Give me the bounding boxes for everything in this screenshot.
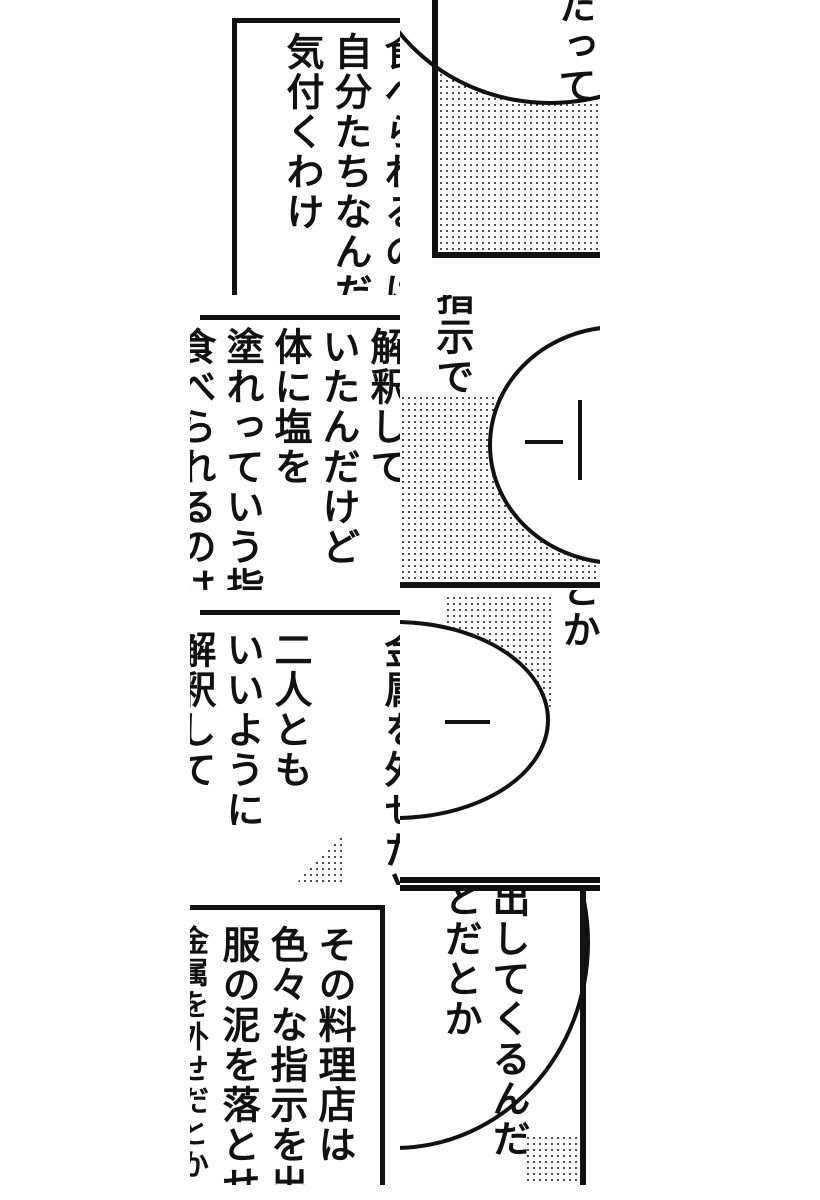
caption-text: 解釈して bbox=[364, 327, 400, 487]
face-mark bbox=[525, 440, 563, 444]
panel-border bbox=[432, 252, 600, 258]
caption-text: 二人とも bbox=[268, 630, 312, 790]
comic-tile-2: たって bbox=[400, 0, 600, 295]
panel-border bbox=[400, 582, 600, 588]
speech-text: とだとか bbox=[438, 885, 482, 1039]
panel-border bbox=[400, 885, 600, 891]
panel-border bbox=[580, 885, 586, 1185]
face-mark bbox=[445, 720, 490, 724]
caption-text: 金属を外せだとか bbox=[190, 925, 208, 1181]
caption-box-border bbox=[200, 315, 400, 320]
caption-text: 色々な指示を出 bbox=[264, 925, 308, 1185]
caption-text: 自分たちなんだ bbox=[328, 32, 372, 295]
comic-tile-3: 解釈して いたんだけど 体に塩を 塗れっていう指 食べられるのは bbox=[190, 295, 400, 590]
speech-text: とか bbox=[556, 590, 600, 650]
caption-text: 金属を外せだとか bbox=[378, 630, 400, 885]
caption-text: 気付くわけ bbox=[280, 32, 324, 232]
caption-box-border bbox=[200, 610, 400, 615]
speech-text: 出してくるんだ bbox=[486, 885, 530, 1159]
caption-text: いたんだけど bbox=[316, 327, 360, 567]
panel-border bbox=[400, 877, 600, 883]
caption-text: その料理店は bbox=[312, 925, 356, 1165]
face-mark bbox=[578, 400, 582, 480]
screentone bbox=[525, 1135, 585, 1185]
caption-text: 食べられるのは bbox=[190, 327, 216, 590]
speech-tail bbox=[290, 830, 345, 885]
speech-text: たって bbox=[552, 0, 596, 106]
comic-tile-6: とか bbox=[400, 590, 600, 885]
screentone bbox=[438, 30, 600, 250]
caption-text: いいように bbox=[220, 630, 264, 830]
caption-box bbox=[190, 905, 385, 1185]
comic-tile-8: 出してくるんだ とだとか bbox=[400, 885, 600, 1185]
speech-text: 指示で bbox=[430, 295, 474, 397]
panel-border bbox=[432, 0, 438, 258]
caption-text: 塗れっていう指 bbox=[220, 327, 264, 590]
caption-text: 服の泥を落とせ bbox=[216, 925, 260, 1185]
caption-text: 体に塩を bbox=[268, 327, 312, 487]
caption-text: 解釈して bbox=[190, 630, 216, 790]
comic-tile-1: 食べられるのは 自分たちなんだ 気付くわけ bbox=[190, 0, 400, 295]
caption-text: 食べられるのは bbox=[378, 32, 400, 295]
comic-tile-7: その料理店は 色々な指示を出 服の泥を落とせ 金属を外せだとか bbox=[190, 885, 400, 1185]
comic-tile-4: 指示で bbox=[400, 295, 600, 590]
comic-tile-5: 金属を外せだとか 二人とも いいように 解釈して bbox=[190, 590, 400, 885]
caption-box bbox=[232, 18, 400, 295]
